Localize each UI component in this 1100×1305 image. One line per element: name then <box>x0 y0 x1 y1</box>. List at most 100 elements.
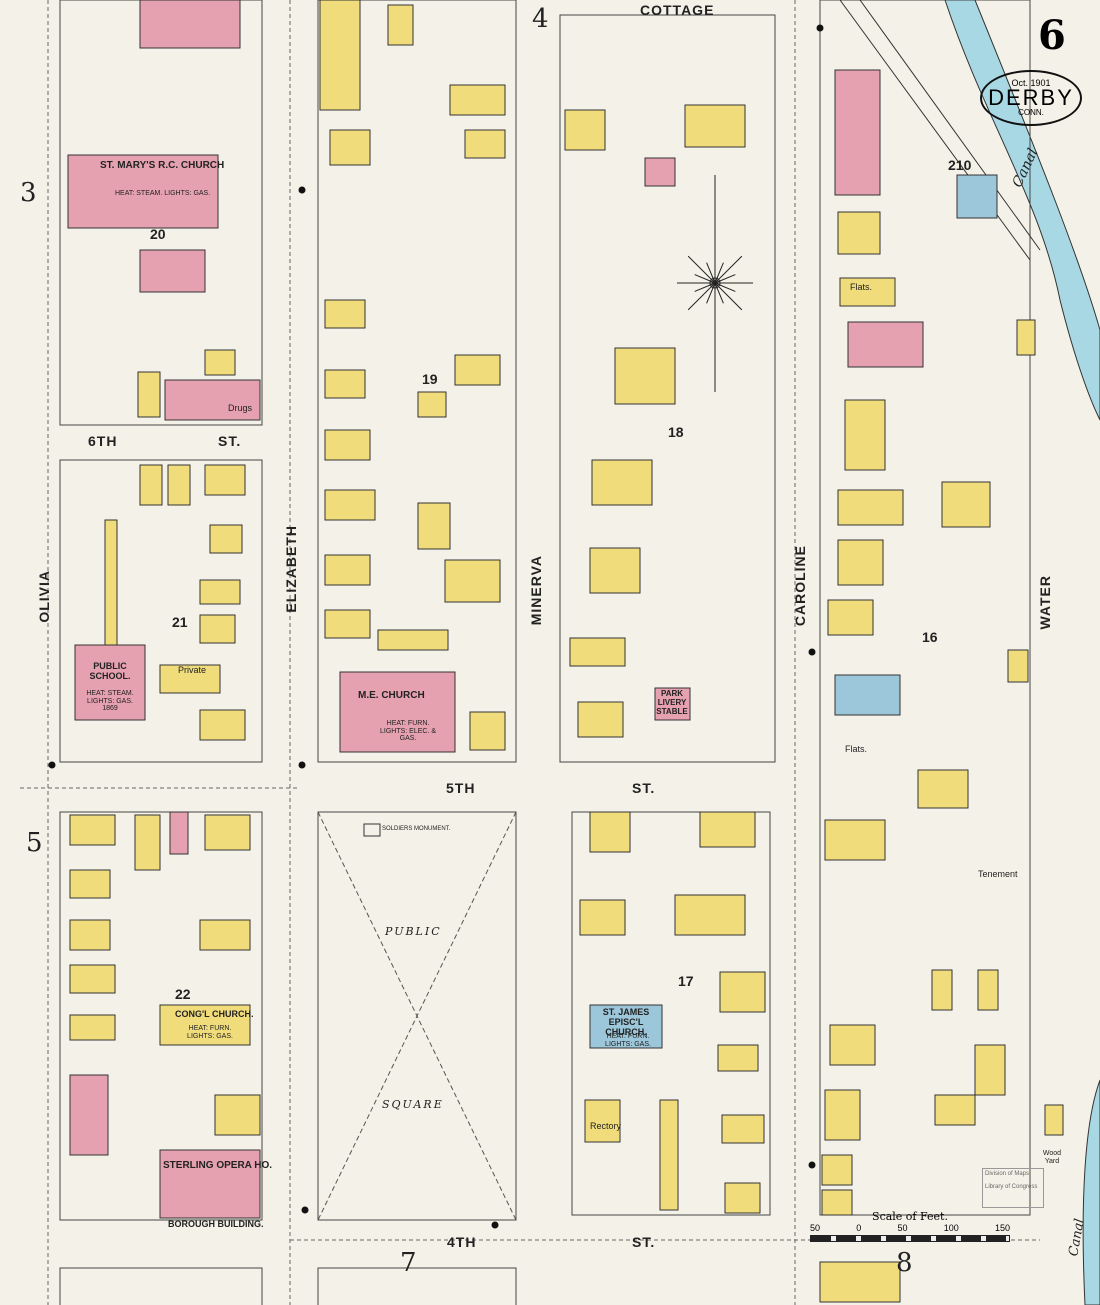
frame-building <box>934 1094 976 1126</box>
block-number: 17 <box>678 973 694 989</box>
street-5th: 5TH <box>446 780 476 796</box>
frame-building <box>839 277 896 307</box>
street-olivia: OLIVIA <box>36 570 52 623</box>
adjacent-sheet: 7 <box>400 1248 417 1278</box>
stamp-line: Library of Congress <box>985 1184 1038 1191</box>
title-city: DERBY <box>988 85 1074 110</box>
frame-building <box>444 559 501 603</box>
compass-rose-ray <box>714 262 724 284</box>
frame-building <box>717 1044 759 1072</box>
block-number: 18 <box>668 424 684 440</box>
block-outline <box>571 811 771 1216</box>
st-james-note: HEAT: FURN. LIGHTS: GAS. <box>605 1033 651 1048</box>
hydrant-marker <box>816 24 824 32</box>
drugs-label: Drugs <box>228 403 253 413</box>
adjacent-sheet: 5 <box>26 828 43 858</box>
public-school-label: PUBLIC SCHOOL. <box>89 661 131 681</box>
tenement-label: Tenement <box>978 869 1018 879</box>
frame-building <box>844 399 886 471</box>
frame-building <box>324 429 371 461</box>
stone-building <box>834 674 901 716</box>
frame-building <box>199 709 246 741</box>
frame-building <box>837 489 904 526</box>
frame-building <box>589 811 631 853</box>
block-outline <box>559 14 776 763</box>
public-square-label: SQUARE <box>382 1098 444 1111</box>
hydrant-marker <box>491 1221 499 1229</box>
private-label: Private <box>178 665 207 675</box>
brick-building <box>339 671 456 753</box>
frame-building <box>137 371 161 418</box>
adjacent-sheet: 4 <box>532 4 549 34</box>
frame-building <box>199 919 251 951</box>
block-number: 22 <box>175 986 191 1002</box>
street-caroline: CAROLINE <box>792 545 808 627</box>
street-minerva: MINERVA <box>528 555 544 626</box>
rectory-label: Rectory <box>590 1121 622 1131</box>
frame-building <box>69 964 116 994</box>
frame-building <box>941 481 991 528</box>
frame-building <box>591 459 653 506</box>
frame-building <box>684 104 746 148</box>
compass-rose-ray <box>714 282 743 311</box>
frame-building <box>564 109 606 151</box>
canal <box>1082 1079 1100 1305</box>
library-stamp: Division of Maps Library of Congress <box>982 1168 1044 1208</box>
block-outline <box>317 811 517 1221</box>
st-marys-church-label: ST. MARY'S R.C. CHURCH <box>100 160 225 171</box>
compass-rose-ray <box>714 282 724 304</box>
frame-building <box>324 554 371 586</box>
frame-building <box>674 894 746 936</box>
block-outline <box>317 1267 517 1305</box>
brick-building <box>67 154 219 229</box>
block-outline <box>317 0 517 763</box>
hydrant-marker <box>808 1161 816 1169</box>
frame-building <box>454 354 501 386</box>
street-4th: 4TH <box>447 1234 477 1250</box>
brick-building <box>139 0 241 49</box>
compass-rose-ray <box>694 282 716 292</box>
frame-building <box>449 84 506 116</box>
congl-church-label: CONG'L CHURCH. <box>175 1009 254 1019</box>
monument-label: SOLDIERS MONUMENT. <box>382 826 451 832</box>
public-square-label: PUBLIC <box>385 925 442 938</box>
block-outline <box>59 0 263 426</box>
frame-building <box>324 609 371 639</box>
compass-center <box>709 277 721 289</box>
brick-building <box>139 249 206 293</box>
adjacent-sheet: 8 <box>896 1248 913 1278</box>
street-4th-st: ST. <box>632 1234 656 1250</box>
scale-graphic <box>810 1235 1010 1242</box>
frame-building <box>69 869 111 899</box>
st-marys-note: HEAT: STEAM. LIGHTS: GAS. <box>115 190 211 197</box>
frame-building <box>139 464 163 506</box>
livery-stable-label: PARK LIVERY STABLE <box>656 689 688 716</box>
scale-tick: 50 <box>810 1223 821 1233</box>
street-cottage: COTTAGE <box>640 2 715 18</box>
frame-building <box>209 524 243 554</box>
frame-building <box>589 547 641 594</box>
frame-building <box>204 349 236 376</box>
frame-building <box>417 502 451 550</box>
compass-rose-ray <box>687 282 716 311</box>
frame-building <box>721 1114 765 1144</box>
monument-outline <box>363 823 381 837</box>
scale-tick: 0 <box>856 1223 862 1233</box>
frame-building <box>69 814 116 846</box>
scale-label: Scale of Feet. <box>872 1210 948 1223</box>
hydrant-marker <box>808 648 816 656</box>
block-number: 210 <box>948 157 972 173</box>
compass-rose-ray <box>706 262 716 284</box>
railroad-line <box>859 0 1041 251</box>
street-elizabeth: ELIZABETH <box>283 525 299 613</box>
frame-building <box>329 129 371 166</box>
frame-building <box>104 519 118 646</box>
frame-building <box>917 769 969 809</box>
frame-building <box>974 1044 1006 1096</box>
scale-tick: 100 <box>943 1223 959 1233</box>
compass-rose-ray <box>714 255 743 284</box>
frame-building <box>824 819 886 861</box>
canal <box>944 0 1100 421</box>
frame-building <box>724 1182 761 1214</box>
frame-building <box>579 899 626 936</box>
